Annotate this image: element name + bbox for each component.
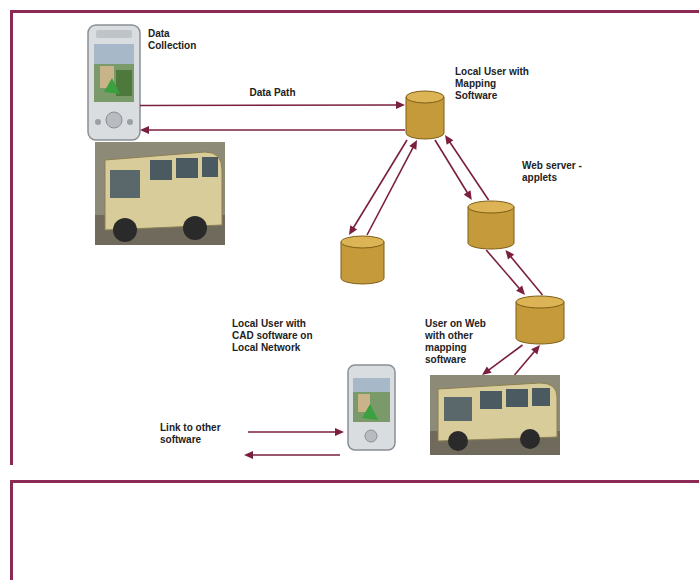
connector-arrow (486, 250, 525, 295)
connector-arrow (445, 135, 489, 200)
arrow-head (482, 366, 492, 375)
device-group (430, 375, 560, 455)
connector-arrow (140, 101, 405, 109)
node-label: Local User with Mapping Software (455, 66, 535, 102)
device-group: Data Collection (88, 25, 140, 140)
connector-arrow (515, 345, 541, 375)
node-label: Web server - applets (522, 160, 586, 184)
cylinder-shape (340, 235, 385, 285)
connector-arrow (505, 250, 542, 295)
pda-picture (88, 25, 140, 140)
cylinder-shape (405, 90, 445, 140)
arrow-head (445, 135, 453, 145)
arrow-head (505, 250, 514, 259)
arrow-head (464, 190, 472, 200)
database-cylinder: Local User with CAD software on Local Ne… (340, 235, 385, 285)
database-cylinder: User on Web with other mapping software (515, 295, 565, 345)
node-label: User on Web with other mapping software (425, 318, 489, 366)
database-cylinder: Local User with Mapping Software (405, 90, 445, 140)
connector-arrow (435, 140, 472, 200)
arrow-head (531, 345, 540, 354)
slide-frame (10, 480, 699, 580)
pda-picture (348, 365, 395, 450)
arrow-head (349, 225, 357, 235)
vehicle-picture (430, 375, 560, 455)
cylinder-shape (467, 200, 515, 250)
connector-arrow (482, 345, 523, 375)
arrow-head (396, 101, 405, 109)
cylinder-shape (515, 295, 565, 345)
arrow-head (409, 140, 417, 150)
database-cylinder: Web server - applets (467, 200, 515, 250)
node-label: Local User with CAD software on Local Ne… (232, 318, 324, 354)
connector-arrow (367, 140, 417, 235)
connector-arrow (140, 126, 405, 134)
vehicle-picture (95, 142, 225, 245)
connector-arrow (349, 140, 407, 235)
node-label: Data Collection (148, 28, 206, 52)
link-arrows (244, 428, 344, 459)
arrow-head (140, 126, 149, 134)
arrow-head (516, 286, 525, 295)
note-label: Link to other software (160, 422, 240, 446)
edge-label: Data Path (247, 87, 297, 99)
